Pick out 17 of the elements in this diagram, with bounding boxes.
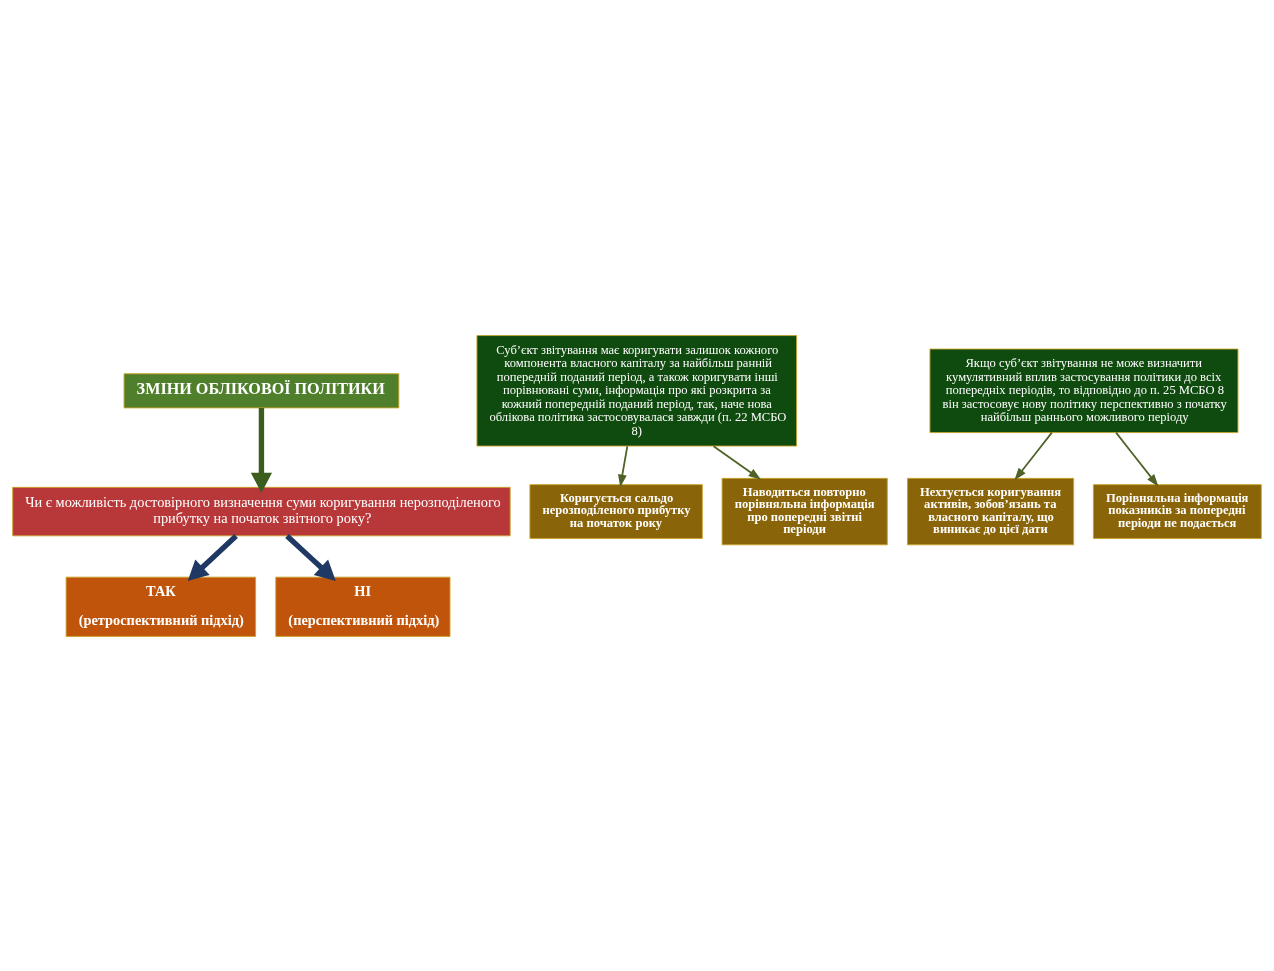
- node-box: Нехтується коригування активів, зобов’язань та власного капіталу, що виникає до цієї дати: [907, 477, 1075, 545]
- arrow: [187, 533, 238, 581]
- arrow: [1115, 431, 1159, 487]
- node-box: Порівняльна інформація показників за попередні періоди не подається: [1092, 483, 1262, 539]
- node-box: Коригується сальдо нерозподіленого прибутку на початок року: [529, 483, 703, 539]
- arrow: [285, 533, 336, 581]
- node-box: Суб’єкт звітування має коригувати залишок кожного компонента власного капіталу за найбільш ранній попередній поданий період, а також коригувати інші порівнювані суми, інформація про які розкрита за кожний попередній поданий період, так, наче нова облікова політика застосовувалася завжди (п. 22 МСБО 8): [476, 334, 798, 446]
- node-box: Якщо суб’єкт звітування не може визначити кумулятивний вплив застосування політики до всіх попередніх періодів, то відповідно до п. 25 МСБО 8 він застосовує нову політику перспективно з початку найбільш раннього можливого періоду: [929, 348, 1239, 433]
- arrow: [250, 407, 272, 493]
- arrow: [618, 444, 629, 487]
- node-box: НІ (перспективний підхід): [275, 576, 451, 637]
- node-box: Чи є можливість достовірного визначення суми коригування нерозподіленого прибутку на початок звітного року?: [12, 486, 511, 536]
- node-box: Наводиться повторно порівняльна інформація про попередні звітні періоди: [721, 477, 888, 545]
- node-box: ТАК (ретроспективний підхід): [65, 576, 257, 637]
- arrow: [1014, 431, 1053, 480]
- node-box: ЗМІНИ ОБЛІКОВОЇ ПОЛІТИКИ: [123, 372, 400, 408]
- arrow: [712, 444, 762, 480]
